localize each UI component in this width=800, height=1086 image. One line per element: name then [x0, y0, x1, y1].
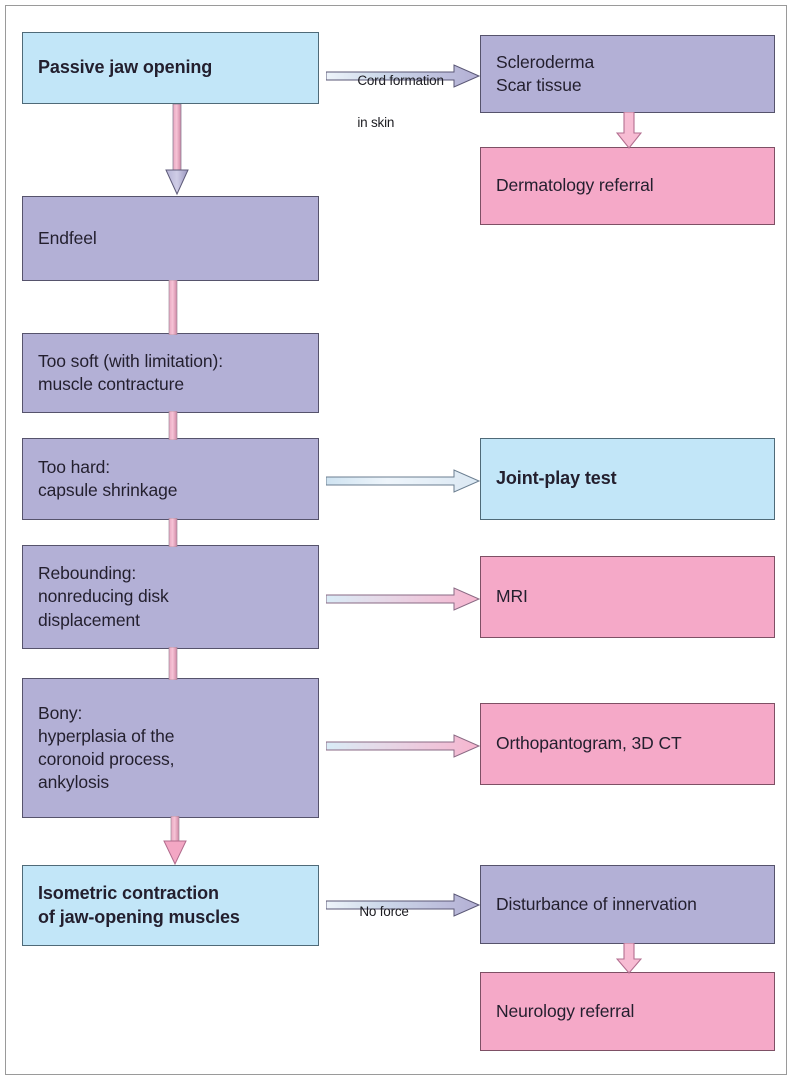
- connector-too-soft-to-too-hard: [168, 411, 178, 440]
- node-rebounding[interactable]: Rebounding: nonreducing disk displacemen…: [22, 545, 319, 649]
- connector-too-hard-to-rebounding: [168, 518, 178, 547]
- node-disturbance-line-0: Disturbance of innervation: [496, 893, 697, 914]
- node-scleroderma-line-0: Scleroderma: [496, 51, 595, 72]
- node-orthopantogram[interactable]: Orthopantogram, 3D CT: [480, 703, 775, 785]
- node-too-soft-line-0: Too soft (with limitation):: [38, 350, 223, 371]
- node-too-hard[interactable]: Too hard: capsule shrinkage: [22, 438, 319, 520]
- arrow-scleroderma-to-dermatology: [616, 112, 642, 149]
- node-mri[interactable]: MRI: [480, 556, 775, 638]
- node-isometric-contraction-line-0: Isometric contraction: [38, 882, 219, 903]
- node-too-soft-line-1: muscle contracture: [38, 374, 185, 394]
- node-joint-play-test[interactable]: Joint-play test: [480, 438, 775, 520]
- node-bony[interactable]: Bony: hyperplasia of the coronoid proces…: [22, 678, 319, 818]
- node-bony-line-3: ankylosis: [38, 772, 110, 793]
- node-too-soft[interactable]: Too soft (with limitation): muscle contr…: [22, 333, 319, 413]
- node-disturbance-of-innervation[interactable]: Disturbance of innervation: [480, 865, 775, 944]
- node-bony-line-2: coronoid process,: [38, 749, 175, 769]
- page-frame: Passive jaw opening Endfeel Too soft (wi…: [5, 5, 787, 1075]
- node-dermatology-referral[interactable]: Dermatology referral: [480, 147, 775, 225]
- arrow-bony-to-isometric: [158, 816, 192, 866]
- arrow-isometric-to-disturbance: [326, 892, 481, 918]
- node-neurology-referral[interactable]: Neurology referral: [480, 972, 775, 1051]
- node-rebounding-line-1: nonreducing disk: [38, 586, 169, 607]
- arrow-too-hard-to-joint-play: [326, 468, 481, 494]
- node-too-hard-line-1: capsule shrinkage: [38, 480, 178, 500]
- connector-rebounding-to-bony: [168, 647, 178, 680]
- node-isometric-contraction[interactable]: Isometric contraction of jaw-opening mus…: [22, 865, 319, 946]
- connector-endfeel-to-too-soft: [168, 280, 178, 335]
- edge-label-cord-formation-line-1: in skin: [357, 114, 395, 130]
- node-mri-line-0: MRI: [496, 586, 528, 607]
- edge-label-cord-formation-line-0: Cord formation: [357, 72, 444, 88]
- node-bony-line-1: hyperplasia of the: [38, 725, 175, 746]
- node-endfeel-line-0: Endfeel: [38, 227, 97, 248]
- node-neurology-referral-line-0: Neurology referral: [496, 1000, 635, 1021]
- node-passive-jaw-opening[interactable]: Passive jaw opening: [22, 32, 319, 104]
- edge-label-no-force: No force: [338, 881, 409, 944]
- node-bony-line-0: Bony:: [38, 702, 83, 723]
- node-scleroderma[interactable]: Scleroderma Scar tissue: [480, 35, 775, 113]
- node-rebounding-line-0: Rebounding:: [38, 563, 137, 584]
- edge-label-cord-formation: Cord formation in skin: [336, 50, 444, 155]
- node-passive-jaw-opening-line-0: Passive jaw opening: [38, 57, 213, 78]
- arrow-disturbance-to-neurology: [616, 943, 642, 974]
- arrow-rebounding-to-mri: [326, 586, 481, 612]
- arrow-passive-to-scleroderma: [326, 63, 481, 89]
- node-isometric-contraction-line-1: of jaw-opening muscles: [38, 906, 240, 927]
- arrow-passive-to-endfeel: [161, 104, 193, 197]
- arrow-bony-to-orthopantogram: [326, 733, 481, 759]
- node-dermatology-referral-line-0: Dermatology referral: [496, 175, 654, 196]
- edge-label-no-force-text: No force: [359, 903, 409, 919]
- node-rebounding-line-2: displacement: [38, 609, 140, 630]
- node-endfeel[interactable]: Endfeel: [22, 196, 319, 281]
- node-joint-play-test-line-0: Joint-play test: [496, 468, 617, 489]
- node-orthopantogram-line-0: Orthopantogram, 3D CT: [496, 733, 682, 754]
- node-too-hard-line-0: Too hard:: [38, 456, 111, 477]
- node-scleroderma-line-1: Scar tissue: [496, 75, 582, 95]
